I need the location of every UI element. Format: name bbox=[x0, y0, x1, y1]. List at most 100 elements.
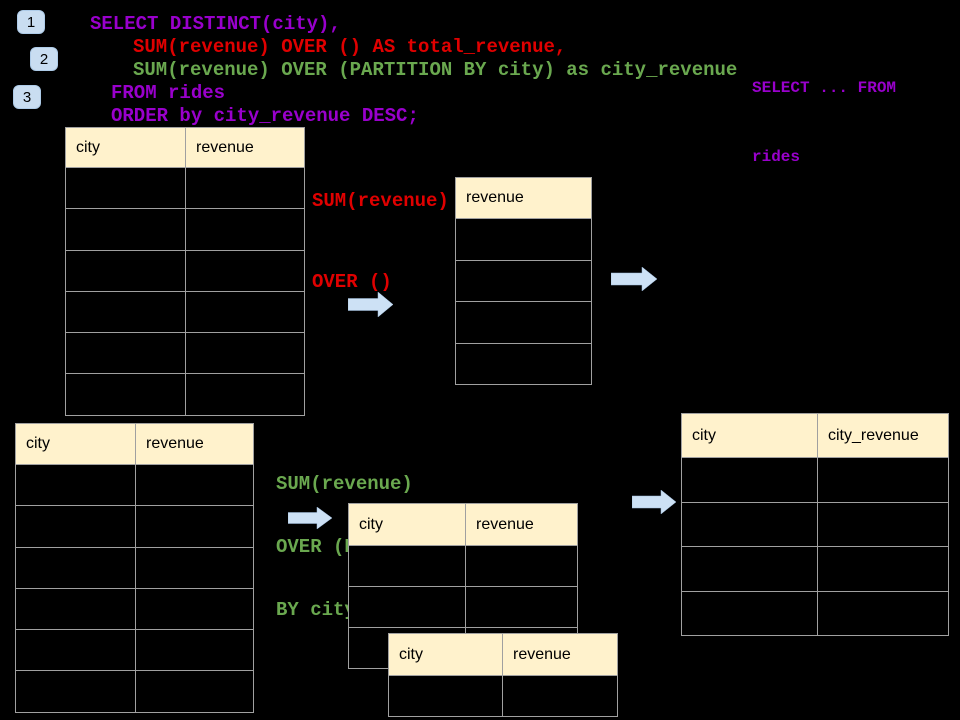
table-cell bbox=[66, 291, 186, 334]
sql-line-total: SUM(revenue) OVER () AS total_revenue, bbox=[133, 36, 567, 58]
arrow-right-icon bbox=[287, 506, 333, 530]
table-cell bbox=[16, 506, 136, 548]
table-row bbox=[66, 374, 305, 416]
table-row bbox=[682, 591, 949, 636]
table-row bbox=[16, 588, 254, 631]
table-cell bbox=[136, 506, 254, 548]
step-badge-3: 3 bbox=[13, 85, 41, 109]
table-row bbox=[456, 343, 592, 385]
table-row bbox=[349, 587, 578, 628]
column-header: revenue bbox=[466, 504, 578, 546]
table-cell bbox=[66, 209, 186, 251]
table-row bbox=[16, 671, 254, 713]
sql-line-select: SELECT DISTINCT(city), bbox=[90, 13, 341, 35]
table-cell bbox=[136, 630, 254, 672]
table-row bbox=[456, 302, 592, 344]
table-cell bbox=[186, 209, 305, 251]
table-cell bbox=[186, 168, 305, 210]
total-revenue-result-table: revenue bbox=[455, 177, 592, 385]
table-cell bbox=[16, 588, 136, 631]
table-row bbox=[456, 260, 592, 302]
flow-arrow-2 bbox=[610, 266, 658, 296]
column-header: revenue bbox=[186, 128, 305, 168]
column-header: city bbox=[682, 414, 818, 458]
table-row bbox=[682, 458, 949, 503]
step-badge-1: 1 bbox=[17, 10, 45, 34]
column-header: revenue bbox=[456, 178, 592, 219]
column-header: city bbox=[349, 504, 466, 546]
table-cell bbox=[66, 250, 186, 292]
table-row bbox=[66, 291, 305, 334]
flow-arrow-3 bbox=[287, 506, 333, 534]
column-header: revenue bbox=[503, 634, 618, 676]
table-cell bbox=[389, 676, 503, 717]
table-cell bbox=[503, 676, 618, 717]
table-cell bbox=[16, 671, 136, 713]
arrow-right-icon bbox=[631, 489, 677, 515]
table-row bbox=[66, 209, 305, 251]
table-row bbox=[349, 546, 578, 587]
table-cell bbox=[682, 547, 818, 592]
table-cell bbox=[66, 374, 186, 416]
table-row bbox=[456, 219, 592, 261]
sql-line-order: ORDER by city_revenue DESC; bbox=[111, 105, 419, 127]
label-total-revenue: SUM(revenue) OVER () bbox=[312, 134, 449, 323]
sql-line-partition: SUM(revenue) OVER (PARTITION BY city) as… bbox=[133, 59, 738, 81]
table-cell bbox=[66, 168, 186, 210]
table-cell bbox=[456, 302, 592, 344]
table-row bbox=[389, 676, 618, 717]
column-header: city bbox=[66, 128, 186, 168]
column-header: revenue bbox=[136, 424, 254, 465]
flow-arrow-4 bbox=[631, 489, 677, 519]
table-cell bbox=[682, 502, 818, 547]
arrow-right-icon bbox=[610, 266, 658, 292]
table-cell bbox=[456, 343, 592, 385]
flow-arrow-1 bbox=[347, 291, 394, 322]
table-row bbox=[682, 502, 949, 547]
table-cell bbox=[456, 260, 592, 302]
table-cell bbox=[16, 547, 136, 589]
table-row bbox=[16, 547, 254, 589]
table-cell bbox=[136, 465, 254, 507]
table-cell bbox=[186, 333, 305, 375]
arrow-right-icon bbox=[347, 291, 394, 318]
table-cell bbox=[136, 671, 254, 713]
table-row bbox=[16, 630, 254, 672]
table-row bbox=[66, 168, 305, 210]
table-row bbox=[66, 333, 305, 375]
table-cell bbox=[186, 250, 305, 292]
table-cell bbox=[136, 547, 254, 589]
side-note: SELECT ... FROM rides bbox=[752, 31, 896, 192]
table-cell bbox=[818, 591, 949, 636]
label-total-line-2: OVER () bbox=[312, 271, 392, 293]
table-cell bbox=[136, 588, 254, 631]
table-row bbox=[682, 547, 949, 592]
table-cell bbox=[682, 458, 818, 503]
column-header: city bbox=[389, 634, 503, 676]
table-cell bbox=[186, 374, 305, 416]
table-cell bbox=[818, 547, 949, 592]
table-cell bbox=[682, 591, 818, 636]
label-total-line-1: SUM(revenue) bbox=[312, 190, 449, 212]
side-note-line-1: SELECT ... FROM bbox=[752, 79, 897, 97]
table-cell bbox=[349, 546, 466, 587]
label-partition-line-1: SUM(revenue) bbox=[276, 473, 413, 495]
table-cell bbox=[456, 219, 592, 261]
table-cell bbox=[466, 587, 578, 628]
column-header: city bbox=[16, 424, 136, 465]
table-cell bbox=[186, 291, 305, 334]
column-header: city_revenue bbox=[818, 414, 949, 458]
table-cell bbox=[818, 502, 949, 547]
table-cell bbox=[818, 458, 949, 503]
table-row bbox=[16, 465, 254, 507]
table-cell bbox=[349, 587, 466, 628]
